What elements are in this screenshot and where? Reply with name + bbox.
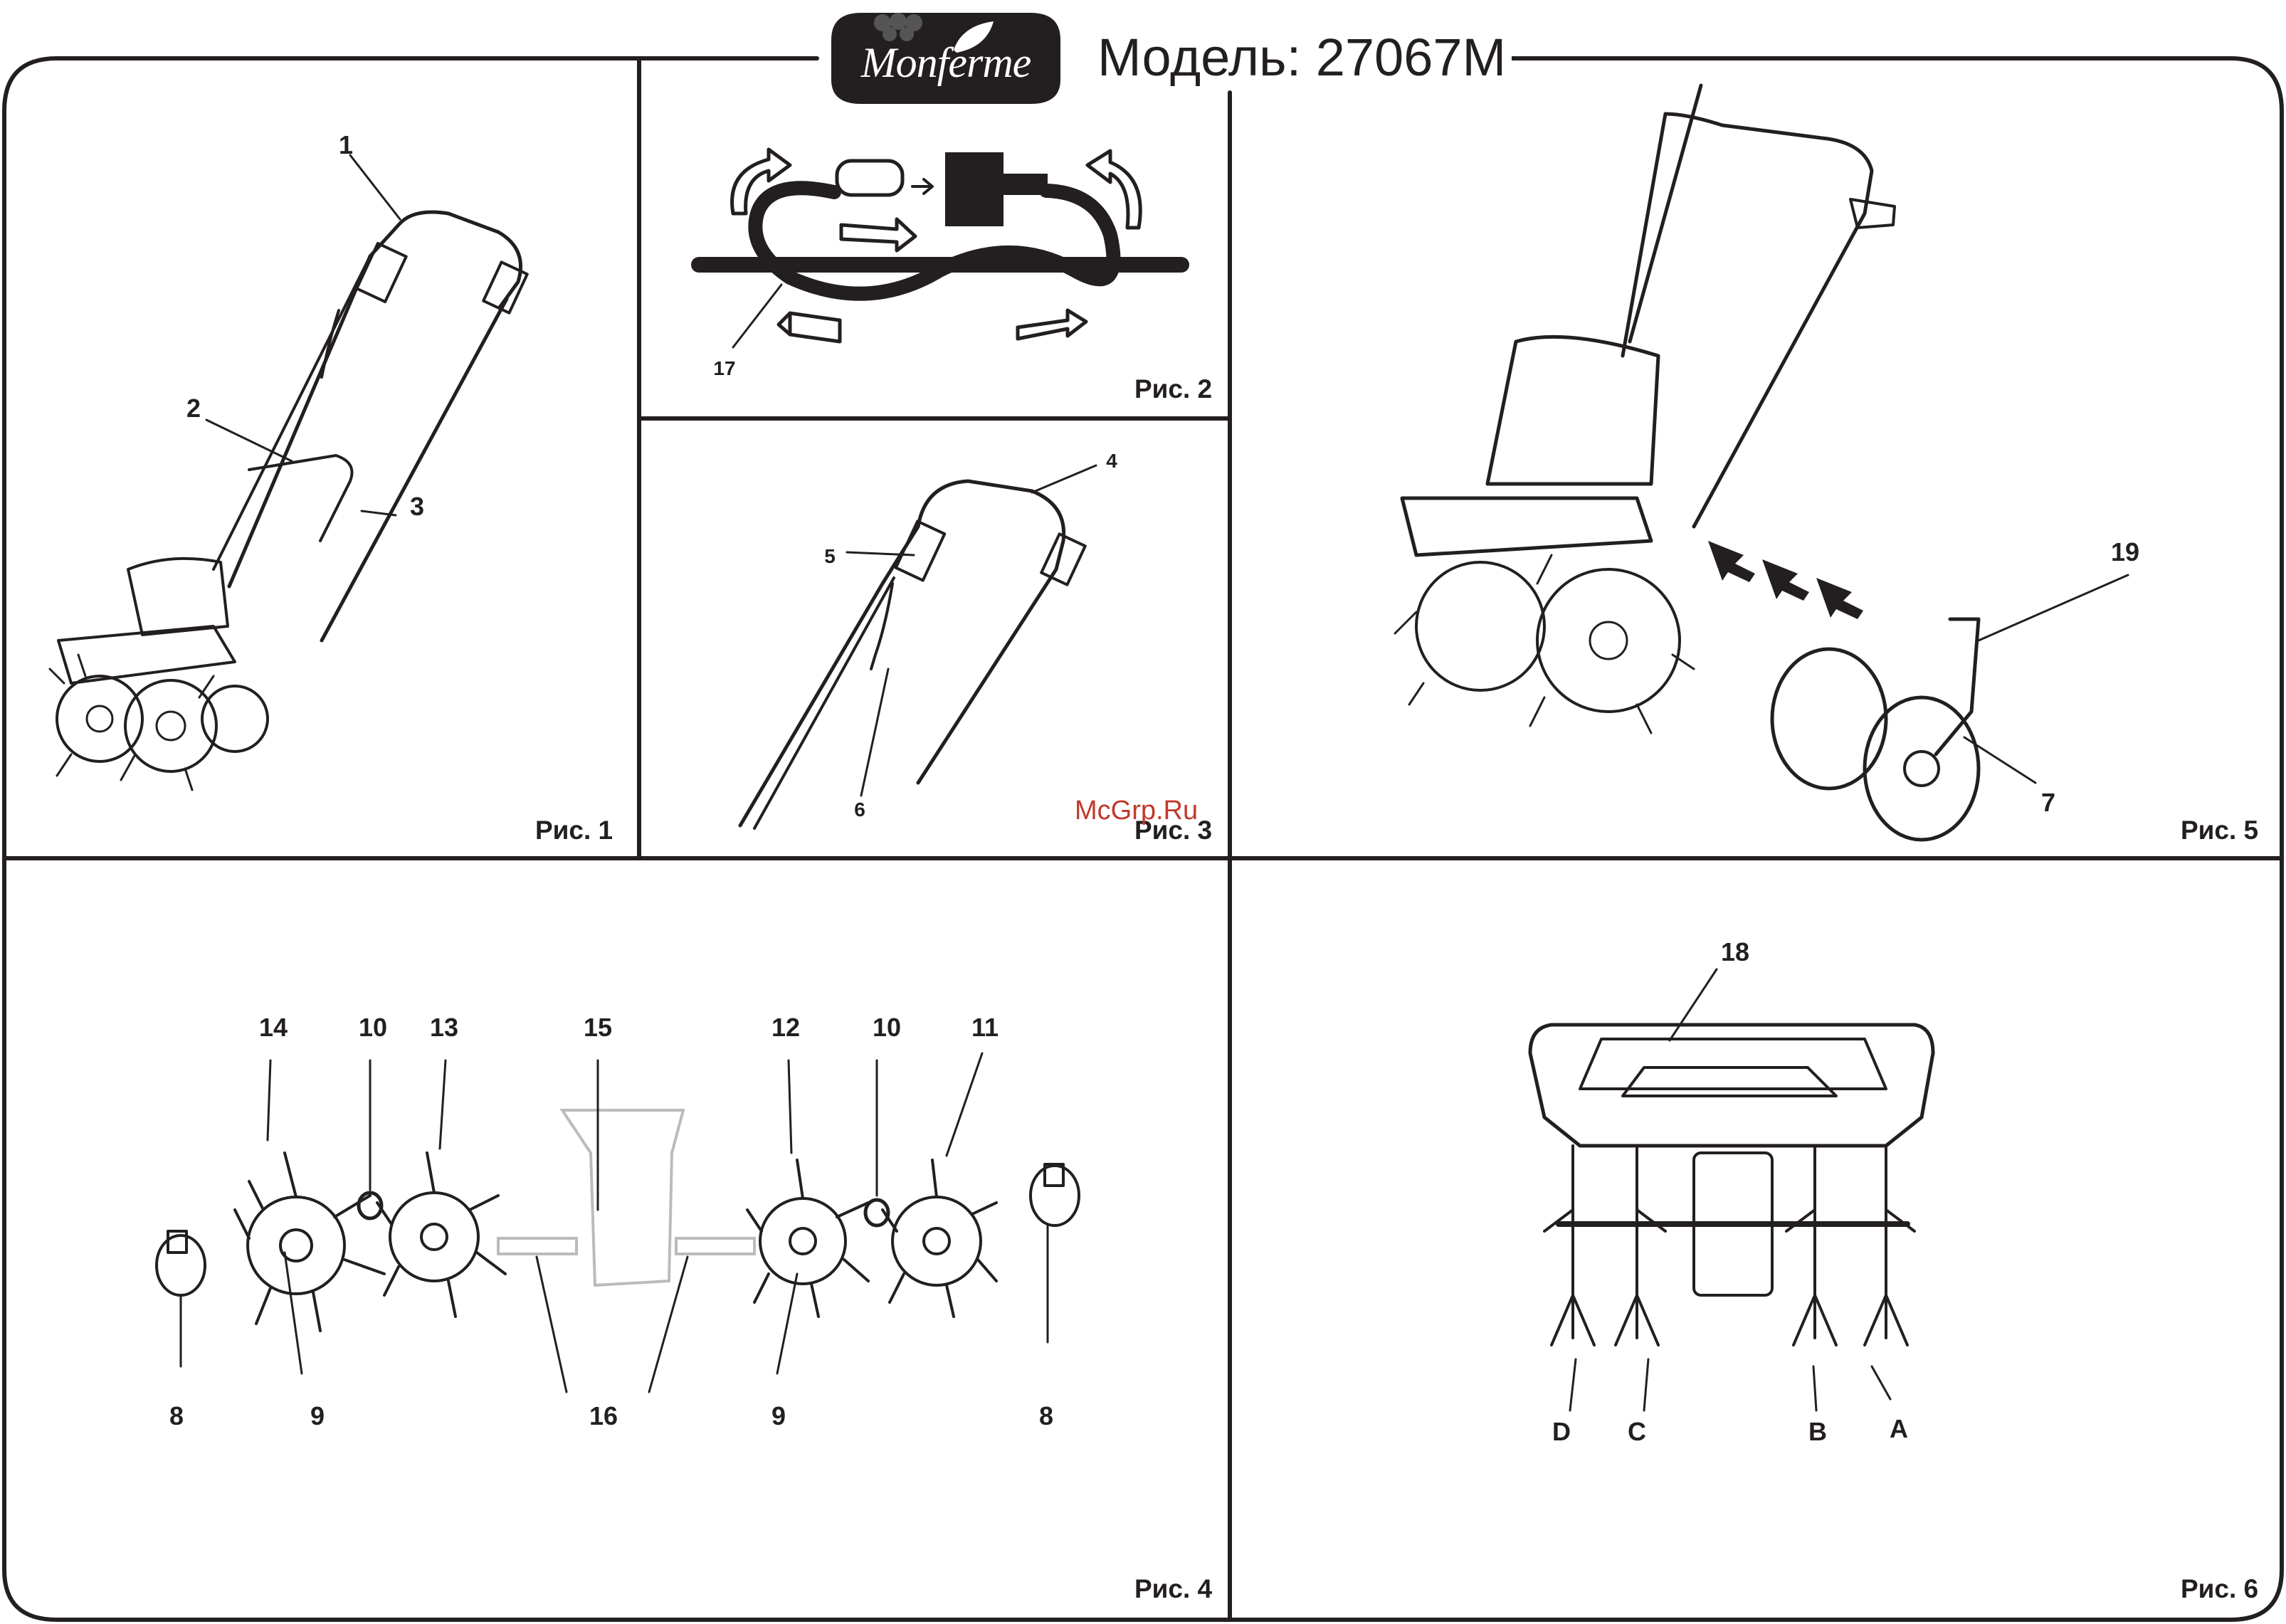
fig4-exploded-drawing — [157, 1053, 1079, 1392]
rotation-arrow-icon — [732, 149, 1141, 342]
callout-8-right: 8 — [1039, 1401, 1053, 1431]
callout-16: 16 — [589, 1401, 618, 1431]
brand-logo-text: Monferme — [831, 38, 1060, 88]
fig6-front-drawing — [1530, 969, 1933, 1411]
callout-10-left: 10 — [359, 1013, 387, 1043]
callout-9-left: 9 — [310, 1401, 325, 1431]
fig-label-5: Рис. 5 — [2181, 816, 2258, 845]
callout-B: B — [1808, 1417, 1827, 1447]
callout-5: 5 — [824, 545, 836, 568]
callout-17: 17 — [713, 357, 735, 380]
callout-19: 19 — [2111, 537, 2139, 567]
fig-label-4: Рис. 4 — [1134, 1574, 1212, 1604]
callout-10-right: 10 — [873, 1013, 901, 1043]
callout-1: 1 — [339, 130, 353, 160]
fig5-tiller-drawing — [1395, 85, 2128, 840]
fig-label-2: Рис. 2 — [1134, 374, 1212, 404]
model-title: Модель: 27067M — [1092, 27, 1512, 88]
fig1-tiller-drawing — [50, 155, 527, 790]
callout-D: D — [1552, 1417, 1571, 1447]
callout-8-left: 8 — [169, 1401, 184, 1431]
callout-13: 13 — [430, 1013, 458, 1043]
callout-9-right: 9 — [771, 1401, 786, 1431]
fig-label-1: Рис. 1 — [535, 816, 613, 845]
callout-7: 7 — [2041, 788, 2055, 818]
callout-3: 3 — [410, 492, 424, 522]
callout-4: 4 — [1106, 450, 1117, 473]
callout-A: A — [1890, 1414, 1908, 1444]
callout-18: 18 — [1721, 937, 1749, 967]
watermark: McGrp.Ru — [1075, 796, 1198, 826]
callout-12: 12 — [771, 1013, 800, 1043]
callout-11: 11 — [971, 1013, 999, 1043]
callout-2: 2 — [186, 394, 201, 423]
fig2-cord-drawing — [699, 149, 1181, 347]
callout-15: 15 — [584, 1013, 612, 1043]
fig-label-6: Рис. 6 — [2181, 1574, 2258, 1604]
fig3-handle-drawing — [740, 465, 1096, 828]
callout-6: 6 — [854, 798, 865, 821]
callout-C: C — [1628, 1417, 1646, 1447]
callout-14: 14 — [259, 1013, 288, 1043]
assembly-arrow-icon — [912, 179, 932, 194]
